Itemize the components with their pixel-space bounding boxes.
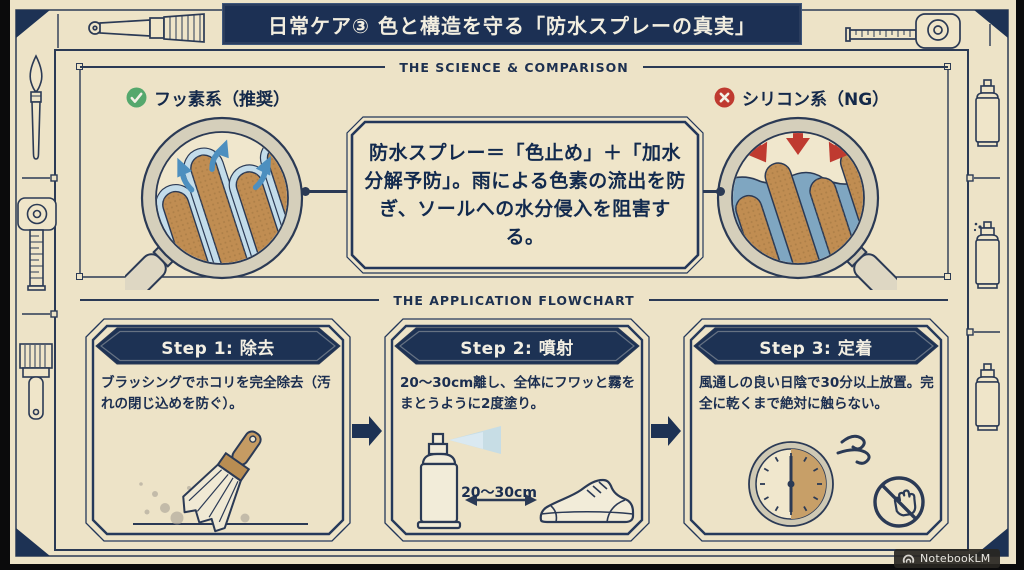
watermark-label: NotebookLM xyxy=(920,552,991,565)
step-title: Step 2: 噴射 xyxy=(460,338,574,359)
step-body: ブラッシングでホコリを完全除去（汚れの閉じ込めを防ぐ）。 xyxy=(101,375,331,412)
science-header-text: THE SCIENCE & COMPARISON xyxy=(399,59,629,75)
notebooklm-logo-icon xyxy=(902,554,915,563)
title-banner: 日常ケア③ 色と構造を守る「防水スプレーの真実」 xyxy=(222,3,802,45)
spray-can-icon-2 xyxy=(973,221,1000,289)
notebooklm-watermark: NotebookLM xyxy=(894,549,1001,568)
silicone-label: シリコン系（NG） xyxy=(742,90,890,110)
spray-can xyxy=(416,432,462,530)
step-header: Step 3: 定着 xyxy=(693,327,939,365)
step-title: Step 1: 除去 xyxy=(161,338,275,359)
step-body: 風通しの良い日陰で30分以上放置。完全に乾くまで絶対に触らない。 xyxy=(699,375,934,412)
left-letterbox-bar xyxy=(0,0,10,570)
dusting-brush-illustration xyxy=(133,430,308,533)
dust-particles xyxy=(139,482,250,525)
step-body: 20〜30cm離し、全体にフワッと霧をまとうように2度塗り。 xyxy=(400,375,636,412)
step-title: Step 3: 定着 xyxy=(759,338,873,359)
fluorine-label: フッ素系（推奨） xyxy=(154,90,290,110)
flat-brush-vertical-icon xyxy=(19,343,53,420)
page-title: 日常ケア③ 色と構造を守る「防水スプレーの真実」 xyxy=(268,13,756,38)
sneaker xyxy=(539,478,635,524)
fluorine-label-row: フッ素系（推奨） xyxy=(126,85,290,110)
connector-dot-right xyxy=(716,187,725,196)
tape-measure-icon xyxy=(845,13,961,49)
flow-arrow-2 xyxy=(651,416,681,446)
spray-can-icon-1 xyxy=(975,79,1000,147)
wind-icon xyxy=(836,434,871,465)
no-touch-icon xyxy=(873,476,925,528)
spray-can-icon-3 xyxy=(975,363,1000,431)
science-section-header: THE SCIENCE & COMPARISON xyxy=(80,58,949,76)
brush xyxy=(182,430,262,533)
flowchart-section-header: THE APPLICATION FLOWCHART xyxy=(80,291,949,309)
card-frame xyxy=(683,318,949,542)
clock xyxy=(748,441,834,527)
summary-box-frame xyxy=(346,116,704,274)
tape-measure-vertical-icon xyxy=(17,197,57,291)
fluorine-magnifier-illustration xyxy=(125,116,304,290)
flat-brush-horizontal-icon xyxy=(88,13,205,43)
summary-box: 防水スプレー＝「色止め」＋「加水分解予防」。雨による色素の流出を防ぎ、ソールへの… xyxy=(346,116,704,274)
drying-illustration xyxy=(748,434,925,528)
step-header: Step 1: 除去 xyxy=(95,327,341,365)
connector-dot-left xyxy=(301,187,310,196)
x-circle-icon xyxy=(714,87,735,108)
silicone-magnifier-illustration xyxy=(716,116,897,290)
flow-arrow-1 xyxy=(352,416,382,446)
distance-label: 20〜30cm xyxy=(461,485,537,501)
content-panel-border xyxy=(54,49,969,551)
flowchart-header-text: THE APPLICATION FLOWCHART xyxy=(393,292,635,308)
connector-line-right xyxy=(702,190,718,193)
check-circle-icon xyxy=(126,87,147,108)
right-letterbox-bar xyxy=(1016,0,1024,570)
step-card-2: Step 2: 噴射 20〜30cm離し、全体にフワッと霧をまとうように2度塗り… xyxy=(384,318,650,542)
summary-text: 防水スプレー＝「色止め」＋「加水分解予防」。雨による色素の流出を防ぎ、ソールへの… xyxy=(364,142,686,248)
card-frame xyxy=(85,318,351,542)
step-card-1: Step 1: 除去 ブラッシングでホコリを完全除去（汚れの閉じ込めを防ぐ）。 xyxy=(85,318,351,542)
frame-corner-square xyxy=(944,273,951,280)
paintbrush-icon xyxy=(29,54,43,160)
step-header: Step 2: 噴射 xyxy=(394,327,640,365)
science-section-frame xyxy=(79,67,949,278)
spray-distance-illustration xyxy=(416,426,635,530)
frame-corner-square xyxy=(76,273,83,280)
bottom-letterbox-bar xyxy=(0,564,1024,570)
repel-arrows xyxy=(177,139,271,193)
step-card-3: Step 3: 定着 風通しの良い日陰で30分以上放置。完全に乾くまで絶対に触ら… xyxy=(683,318,949,542)
card-frame xyxy=(384,318,650,542)
silicone-label-row: シリコン系（NG） xyxy=(714,85,889,110)
connector-line-left xyxy=(308,190,348,193)
